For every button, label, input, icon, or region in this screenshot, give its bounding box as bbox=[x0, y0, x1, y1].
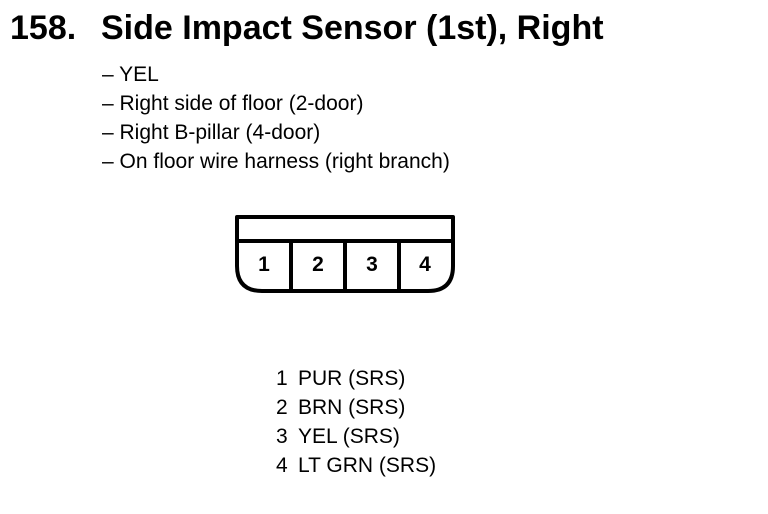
detail-color: – YEL bbox=[102, 63, 159, 86]
legend-row: 3 YEL (SRS) bbox=[276, 422, 436, 451]
legend-pin-number: 3 bbox=[276, 425, 288, 448]
connector-pin-4: 4 bbox=[419, 253, 431, 276]
detail-location-2door: – Right side of floor (2-door) bbox=[102, 92, 364, 115]
legend-wire-color: PUR (SRS) bbox=[298, 367, 406, 390]
component-name: Side Impact Sensor (1st), Right bbox=[101, 9, 604, 47]
connector-pin-2: 2 bbox=[312, 253, 324, 276]
legend-pin-number: 4 bbox=[276, 454, 288, 477]
legend-row: 2 BRN (SRS) bbox=[276, 393, 436, 422]
component-number: 158. bbox=[10, 9, 77, 47]
legend-wire-color: BRN (SRS) bbox=[298, 396, 406, 419]
pin-legend: 1 PUR (SRS) 2 BRN (SRS) 3 YEL (SRS) 4 LT GRN… bbox=[276, 364, 436, 480]
detail-location-4door: – Right B-pillar (4-door) bbox=[102, 121, 321, 144]
detail-harness: – On floor wire harness (right branch) bbox=[102, 150, 450, 173]
component-details: – YEL – Right side of floor (2-door) – R… bbox=[102, 60, 450, 176]
legend-row: 1 PUR (SRS) bbox=[276, 364, 436, 393]
connector-pin-1: 1 bbox=[258, 253, 270, 276]
legend-wire-color: LT GRN (SRS) bbox=[298, 454, 437, 477]
legend-pin-number: 1 bbox=[276, 367, 288, 390]
legend-wire-color: YEL (SRS) bbox=[298, 425, 400, 448]
legend-pin-number: 2 bbox=[276, 396, 288, 419]
connector-pin-3: 3 bbox=[366, 253, 378, 276]
legend-row: 4 LT GRN (SRS) bbox=[276, 451, 436, 480]
connector-diagram: 1 2 3 4 bbox=[235, 215, 455, 293]
page-title: 158. Side Impact Sensor (1st), Right bbox=[10, 6, 604, 50]
